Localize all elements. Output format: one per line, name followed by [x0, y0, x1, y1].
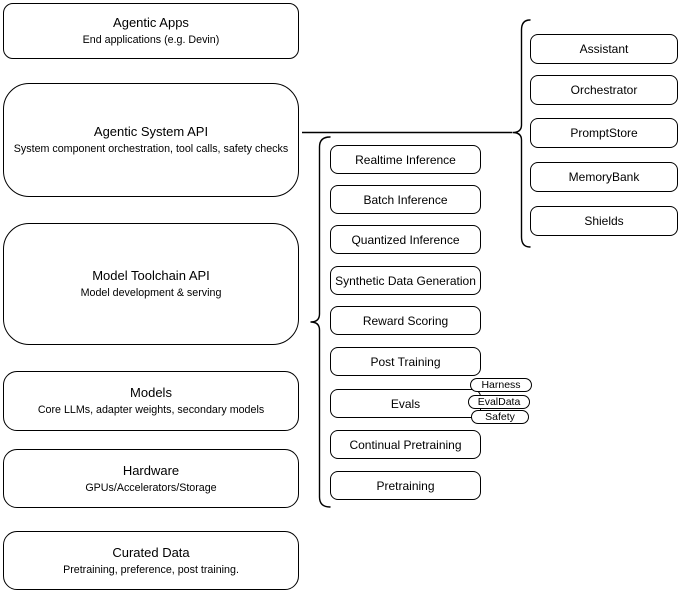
system-components-brace — [512, 19, 531, 248]
node-promptstore: PromptStore — [530, 118, 678, 148]
node-model-toolchain-api: Model Toolchain API Model development & … — [3, 223, 299, 345]
node-subtitle: Model development & serving — [80, 287, 222, 299]
node-title: Model Toolchain API — [92, 268, 210, 283]
node-title: Agentic Apps — [113, 15, 189, 30]
node-reward-scoring: Reward Scoring — [330, 306, 481, 335]
node-subtitle: GPUs/Accelerators/Storage — [85, 481, 217, 494]
node-batch-inference: Batch Inference — [330, 185, 481, 214]
node-title: Agentic System API — [93, 124, 209, 139]
node-subtitle: End applications (e.g. Devin) — [82, 34, 220, 46]
node-subtitle: Core LLMs, adapter weights, secondary mo… — [37, 404, 265, 416]
node-agentic-system-api: Agentic System API System component orch… — [3, 83, 299, 197]
node-agentic-apps: Agentic Apps End applications (e.g. Devi… — [3, 3, 299, 59]
node-assistant: Assistant — [530, 34, 678, 64]
node-quantized-inference: Quantized Inference — [330, 225, 481, 254]
pill-harness: Harness — [470, 378, 532, 392]
node-title: Hardware — [122, 462, 180, 478]
node-synthetic-data-generation: Synthetic Data Generation — [330, 266, 481, 295]
pill-evaldata: EvalData — [468, 395, 530, 409]
node-shields: Shields — [530, 206, 678, 236]
node-continual-pretraining: Continual Pretraining — [330, 430, 481, 459]
node-orchestrator: Orchestrator — [530, 75, 678, 105]
node-memorybank: MemoryBank — [530, 162, 678, 192]
toolchain-brace — [310, 136, 331, 508]
pill-safety: Safety — [471, 410, 529, 424]
node-evals: Evals — [330, 389, 481, 418]
node-title: Models — [130, 385, 172, 400]
node-pretraining: Pretraining — [330, 471, 481, 500]
node-realtime-inference: Realtime Inference — [330, 145, 481, 174]
node-post-training: Post Training — [330, 347, 481, 376]
node-title: Curated Data — [112, 544, 190, 560]
node-curated-data: Curated Data Pretraining, preference, po… — [3, 531, 299, 590]
node-subtitle: System component orchestration, tool cal… — [13, 143, 289, 155]
node-hardware: Hardware GPUs/Accelerators/Storage — [3, 449, 299, 508]
node-subtitle: Pretraining, preference, post training. — [63, 563, 239, 576]
node-models: Models Core LLMs, adapter weights, secon… — [3, 371, 299, 431]
